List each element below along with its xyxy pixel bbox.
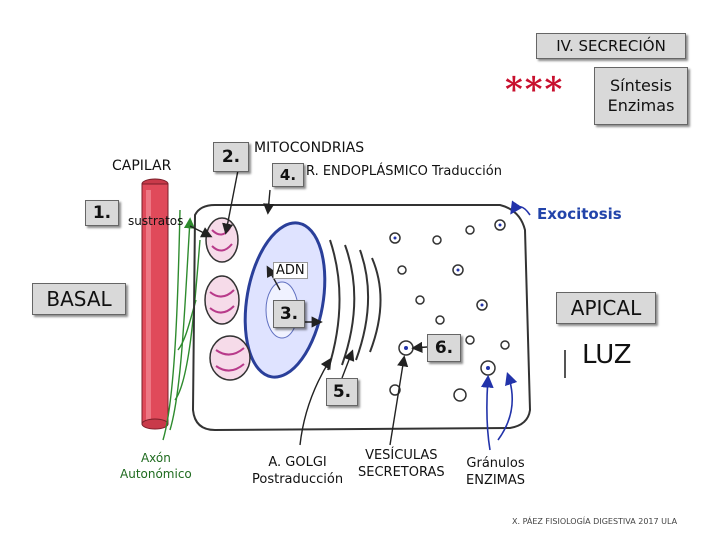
granule-dots: [393, 223, 502, 370]
granulos-line1: Gránulos: [466, 456, 525, 471]
topic-box: Síntesis Enzimas: [594, 67, 688, 125]
section-title-box: IV. SECRECIÓN: [536, 33, 686, 59]
cell-membrane: [191, 204, 532, 432]
step-5-box: 5.: [326, 378, 358, 406]
secretory-vesicles: [389, 219, 510, 402]
step-2: 2.: [221, 147, 241, 167]
granulos-label: Gránulos ENZIMAS: [466, 455, 525, 489]
golgi-label: A. GOLGI Postraducción: [252, 454, 343, 488]
luz-label: LUZ: [582, 340, 632, 370]
step-1-box: 1.: [85, 200, 119, 226]
granulos-line2: ENZIMAS: [466, 473, 526, 488]
apical-box: APICAL: [556, 292, 656, 324]
footer-credit: X. PÁEZ FISIOLOGÍA DIGESTIVA 2017 ULA: [512, 517, 678, 526]
basal-label: BASAL: [46, 287, 112, 311]
step-6-box: 6.: [427, 334, 461, 362]
vesiculas-line2: SECRETORAS: [358, 465, 445, 480]
golgi-er: [327, 239, 382, 371]
granule-arrows: [480, 200, 531, 451]
step-4-box: 4.: [272, 163, 304, 187]
axon-line1: Axón: [140, 451, 171, 465]
topic-line2: Enzimas: [607, 96, 675, 115]
step-3-box: 3.: [273, 300, 305, 328]
stars: ***: [505, 70, 565, 110]
mitocondrias-label: MITOCONDRIAS: [254, 140, 365, 156]
axon-label: Axón Autonómico: [120, 450, 192, 482]
golgi-line2: Postraducción: [252, 472, 344, 487]
vesiculas-label: VESÍCULAS SECRETORAS: [358, 447, 445, 481]
basal-box: BASAL: [32, 283, 126, 315]
axon-fibers: [162, 209, 201, 441]
axon-line2: Autonómico: [120, 467, 192, 481]
step-2-box: 2.: [213, 142, 249, 172]
capilar-label: CAPILAR: [112, 158, 172, 174]
apical-label: APICAL: [570, 296, 642, 320]
reticulo-label: R. ENDOPLÁSMICO Traducción: [306, 164, 502, 179]
mitochondria: [204, 217, 251, 381]
section-title: IV. SECRECIÓN: [556, 37, 666, 55]
capillary: [141, 178, 169, 430]
golgi-line1: A. GOLGI: [268, 455, 327, 470]
exocitosis-label: Exocitosis: [537, 205, 622, 223]
step-1: 1.: [92, 203, 112, 223]
sustratos-label: sustratos: [128, 214, 184, 228]
adn-label: ADN: [273, 262, 308, 279]
step-3: 3.: [279, 304, 299, 324]
topic-line1: Síntesis: [610, 76, 672, 95]
step-5: 5.: [332, 382, 352, 402]
vesiculas-line1: VESÍCULAS: [365, 448, 438, 463]
step-4: 4.: [279, 166, 297, 184]
step-6: 6.: [434, 338, 454, 358]
